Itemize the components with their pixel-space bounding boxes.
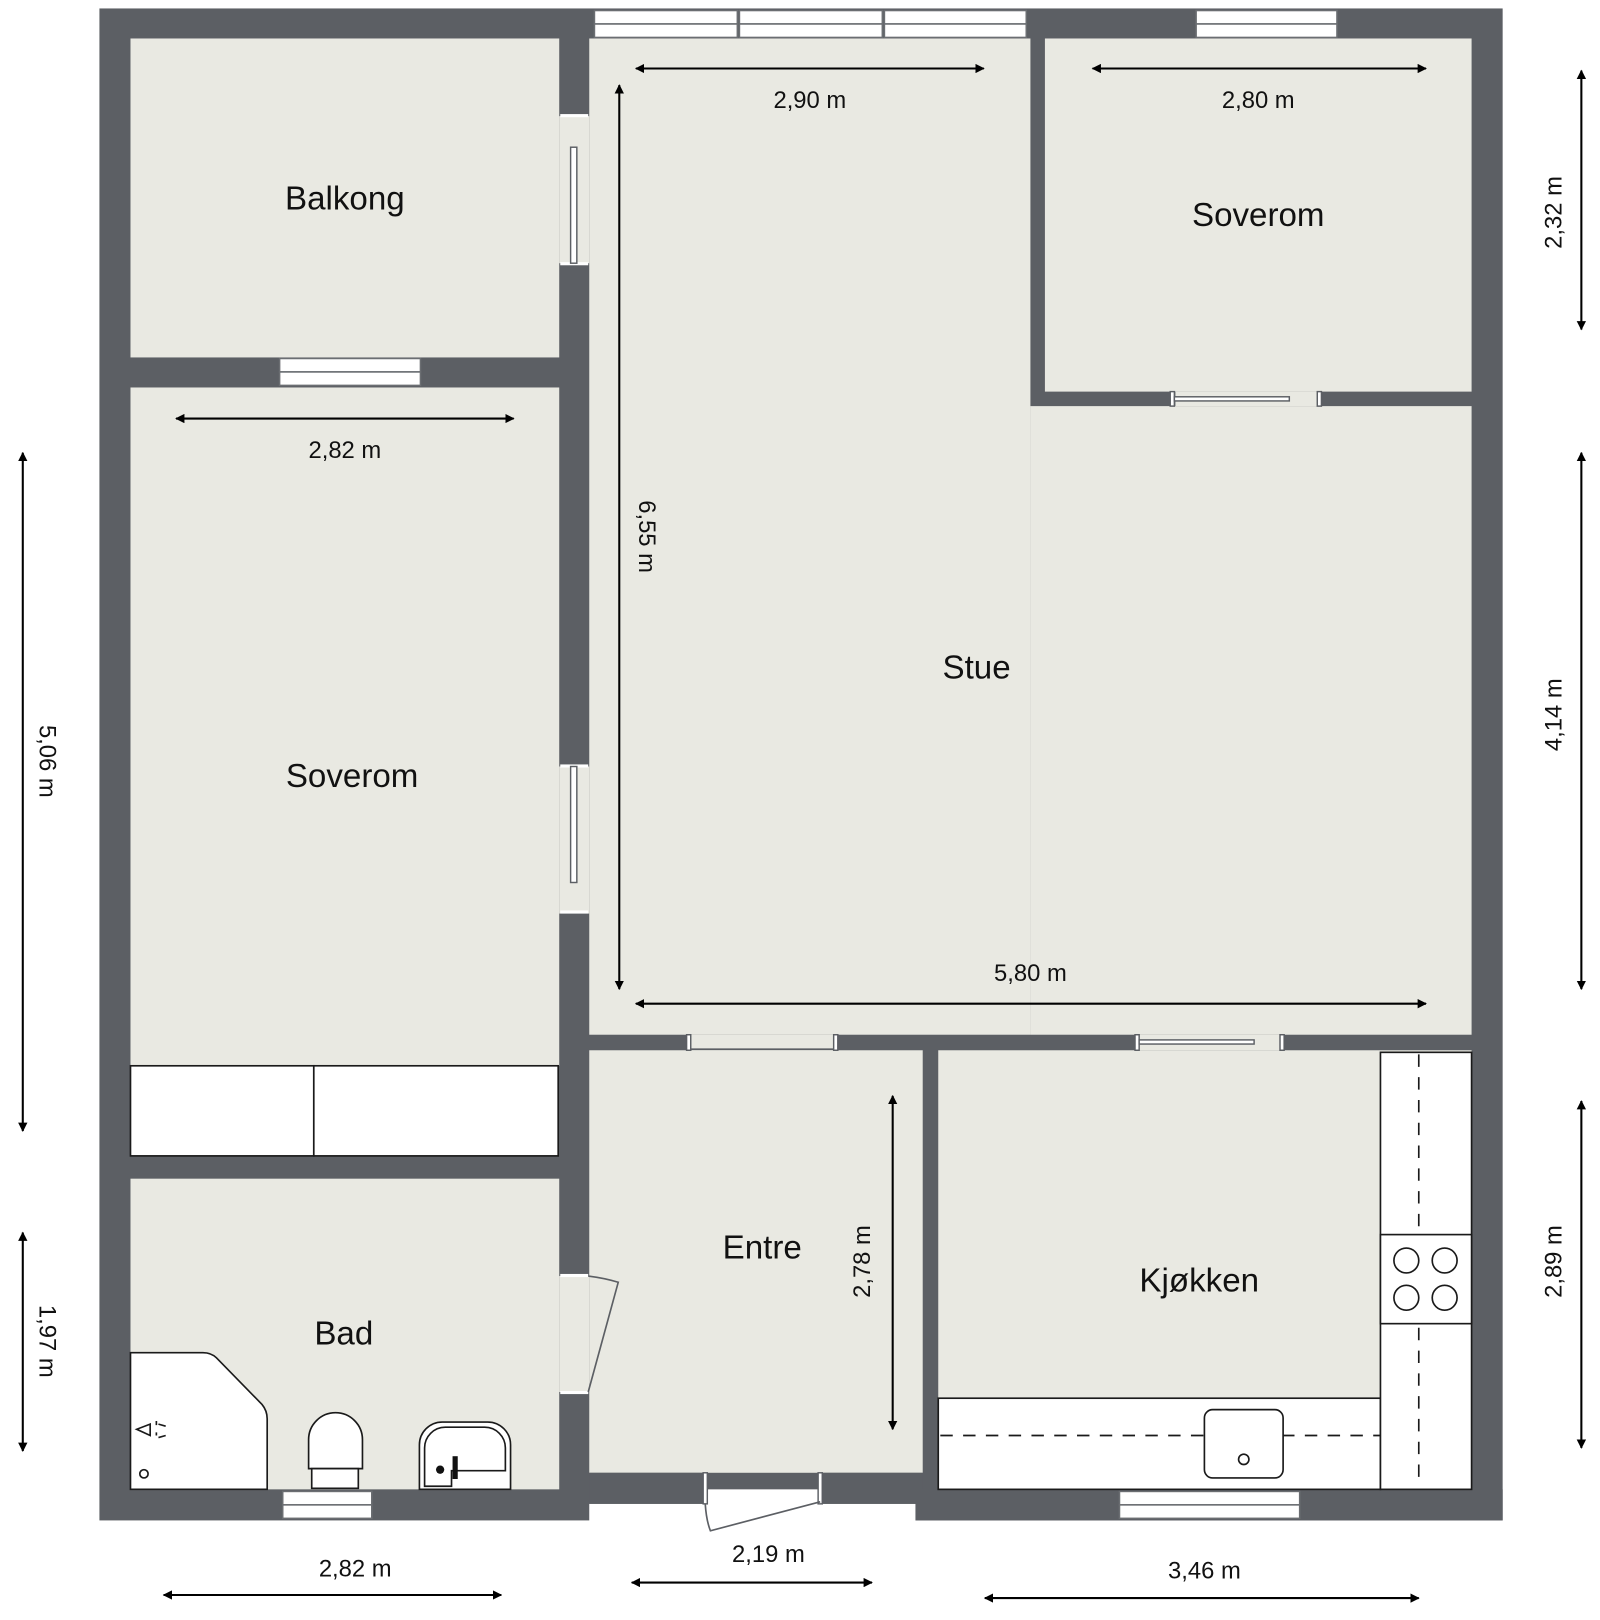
room-label-soverom-right: Soverom — [1192, 197, 1325, 234]
dimension-lines: 2,90 m 2,80 m 2,32 m 2,82 m 6,55 m 5,80 … — [18, 63, 1587, 1603]
room-label-entre: Entre — [723, 1229, 802, 1266]
kitchen-fixtures — [937, 1051, 1473, 1491]
dim-right-middle-height: 4,14 m — [1541, 678, 1568, 751]
room-label-bad: Bad — [314, 1315, 373, 1352]
sink-icon — [418, 1421, 512, 1491]
window-stue-top — [593, 9, 1028, 39]
dim-entre-height: 2,78 m — [849, 1225, 876, 1298]
room-label-balkong: Balkong — [285, 180, 405, 217]
dim-soverom-right-width: 2,80 m — [1222, 87, 1295, 114]
dim-stue-height: 6,55 m — [633, 500, 660, 573]
sliding-door-kjokken — [1134, 1034, 1285, 1051]
stue-floor — [589, 38, 1031, 1035]
toilet-icon — [307, 1411, 364, 1490]
balkong-floor — [130, 38, 560, 358]
room-label-stue: Stue — [942, 649, 1010, 686]
stue-floor-lower — [1030, 406, 1472, 1035]
dim-left-height: 5,06 m — [33, 725, 60, 798]
soverom-left-floor — [130, 387, 560, 1066]
sliding-door-soverom-left — [560, 764, 589, 914]
windows — [278, 9, 1338, 1520]
window-soverom-right — [1195, 9, 1338, 39]
window-balkong — [278, 357, 422, 387]
dim-soverom-left-width: 2,82 m — [308, 437, 381, 464]
bathroom-fixtures — [129, 1351, 512, 1491]
opening-entre-stue — [685, 1034, 839, 1051]
sliding-door-soverom-right — [1169, 390, 1323, 407]
wardrobe — [129, 1064, 560, 1157]
window-kjokken — [1118, 1490, 1301, 1520]
entry-door — [702, 1472, 823, 1532]
dim-stue-top-width: 2,90 m — [773, 87, 846, 114]
dim-soverom-right-height: 2,32 m — [1541, 176, 1568, 249]
floors — [130, 38, 1472, 1490]
shower-icon — [129, 1351, 269, 1491]
dim-entre-width: 2,19 m — [732, 1541, 805, 1568]
kitchen-counter-bottom — [937, 1397, 1382, 1491]
dim-bad-width: 2,82 m — [319, 1555, 392, 1582]
doors — [560, 114, 1323, 1532]
entre-floor — [589, 1050, 923, 1473]
dim-kjokken-height: 2,89 m — [1541, 1225, 1568, 1298]
room-label-kjokken: Kjøkken — [1139, 1263, 1259, 1300]
room-labels: Balkong Soverom Stue Soverom Bad Entre K… — [285, 180, 1325, 1352]
window-bad — [281, 1490, 373, 1520]
dim-kjokken-width: 3,46 m — [1168, 1557, 1241, 1584]
swing-door-bad — [560, 1273, 620, 1395]
soverom-right-floor — [1044, 38, 1472, 392]
dim-stue-width: 5,80 m — [994, 960, 1067, 987]
dim-bad-height: 1,97 m — [33, 1305, 60, 1378]
stove-icon — [1379, 1233, 1473, 1325]
kitchen-sink-icon — [1203, 1408, 1284, 1479]
room-label-soverom-left: Soverom — [286, 758, 419, 795]
sliding-door-balkong — [560, 114, 589, 266]
